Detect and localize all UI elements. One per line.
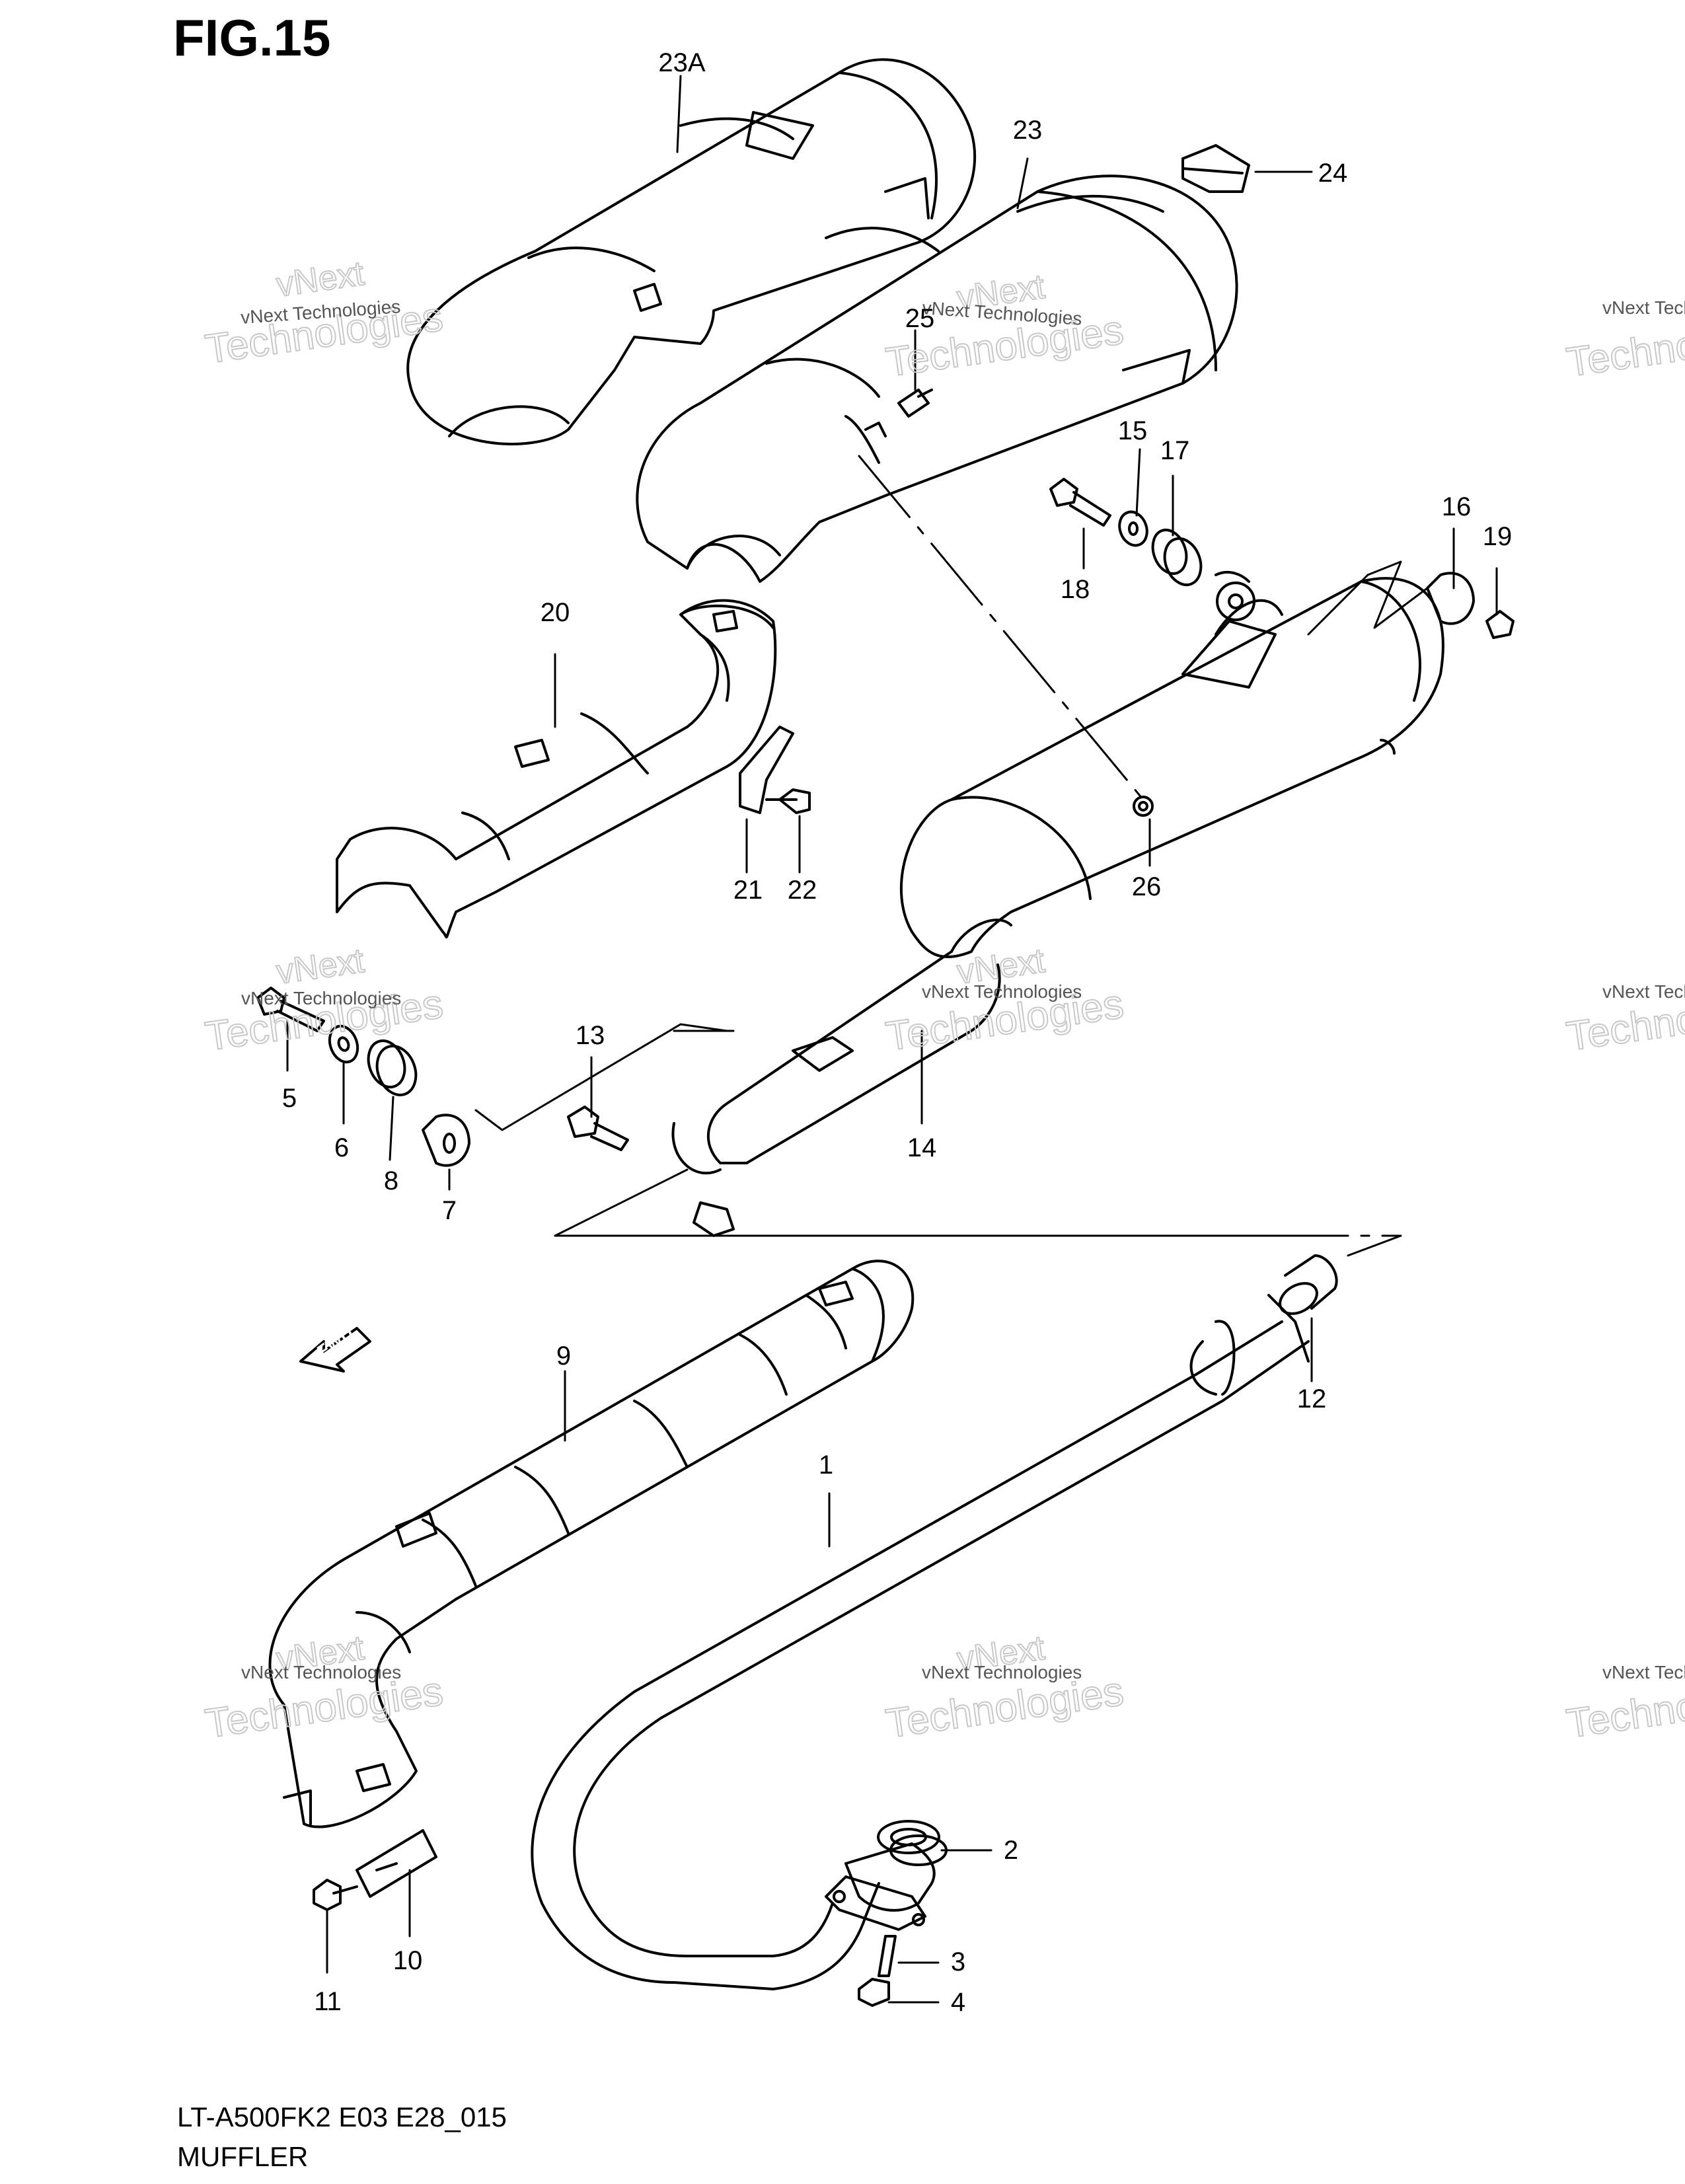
callout-25: 25	[905, 304, 935, 333]
fwd-arrow-drawing	[299, 1327, 371, 1373]
callout-18: 18	[1061, 575, 1090, 604]
callout-11: 11	[314, 1987, 342, 2016]
nut-4-drawing	[858, 1978, 890, 2007]
bolt-11-drawing	[313, 1879, 358, 1911]
callout-21: 21	[733, 876, 763, 905]
clip-24-drawing	[1181, 144, 1250, 193]
callout-23: 23	[1013, 116, 1043, 145]
watermark-subtitle: vNext Technologies	[922, 1662, 1082, 1682]
bolt-22-drawing	[765, 788, 811, 814]
model-code: LT-A500FK2 E03 E28_015	[177, 2101, 507, 2132]
heat-shield-23a-drawing	[406, 58, 977, 445]
callout-22: 22	[788, 876, 817, 905]
callout-17: 17	[1160, 436, 1190, 465]
watermark-text: vNext	[274, 254, 367, 305]
watermark-subtitle: vNext Technologies	[1602, 1662, 1685, 1682]
callout-15: 15	[1118, 416, 1148, 445]
callout-3: 3	[951, 1947, 965, 1977]
callout-16: 16	[1442, 492, 1472, 521]
watermark-subtitle: vNext Technologies	[241, 988, 401, 1008]
callout-26: 26	[1132, 872, 1162, 901]
stud-3-drawing	[878, 1935, 897, 1977]
watermark-subtitle: vNext Technologies	[1602, 297, 1685, 318]
watermark-subtitle: vNext Technologies	[922, 981, 1082, 1002]
front-shield-20-drawing	[336, 599, 777, 939]
callout-24: 24	[1318, 159, 1348, 188]
leader-lines	[286, 75, 1498, 2004]
bolt-13-drawing	[567, 1106, 629, 1151]
callout-7: 7	[442, 1196, 457, 1225]
callout-19: 19	[1483, 522, 1513, 551]
mount-hardware-15-16-17-18-19-drawing	[1049, 478, 1515, 639]
callout-1: 1	[819, 1450, 833, 1480]
muffler-14-drawing	[671, 577, 1444, 1237]
callout-12: 12	[1297, 1384, 1327, 1413]
callout-4: 4	[951, 1988, 965, 2017]
watermark-text: Technologies	[1564, 307, 1685, 386]
washer-26-drawing	[1133, 796, 1154, 817]
callout-13: 13	[576, 1021, 605, 1050]
clamp-10-drawing	[356, 1829, 437, 1898]
bracket-21-drawing	[739, 726, 794, 814]
callout-20: 20	[541, 598, 570, 627]
figure-label: FIG.15	[173, 9, 331, 67]
callout-14: 14	[907, 1133, 937, 1162]
gasket-2-drawing	[877, 1820, 940, 1854]
mount-hardware-5-6-7-8-drawing	[256, 987, 470, 1167]
cover-9-drawing	[268, 1260, 915, 1828]
callouts: 23A 23 24 25 15 17 16 19 18 20 21 22 26 …	[282, 48, 1512, 2017]
callout-8: 8	[384, 1166, 398, 1195]
watermark-subtitle: vNext Technologies	[241, 1662, 401, 1682]
watermark-text: vNext	[274, 942, 367, 992]
screw-25-drawing	[897, 389, 933, 418]
heat-shield-23-drawing	[636, 174, 1238, 583]
watermark-subtitle: vNext Technologies	[1602, 981, 1685, 1002]
callout-23a: 23A	[658, 48, 705, 77]
callout-9: 9	[556, 1341, 571, 1371]
callout-6: 6	[334, 1133, 349, 1162]
callout-10: 10	[393, 1946, 423, 1975]
ring-12-drawing	[1279, 1254, 1338, 1315]
callout-5: 5	[282, 1084, 297, 1113]
page-title: MUFFLER	[177, 2141, 309, 2172]
exhaust-pipe-1-drawing	[531, 1294, 1310, 1990]
callout-2: 2	[1004, 1836, 1018, 1865]
